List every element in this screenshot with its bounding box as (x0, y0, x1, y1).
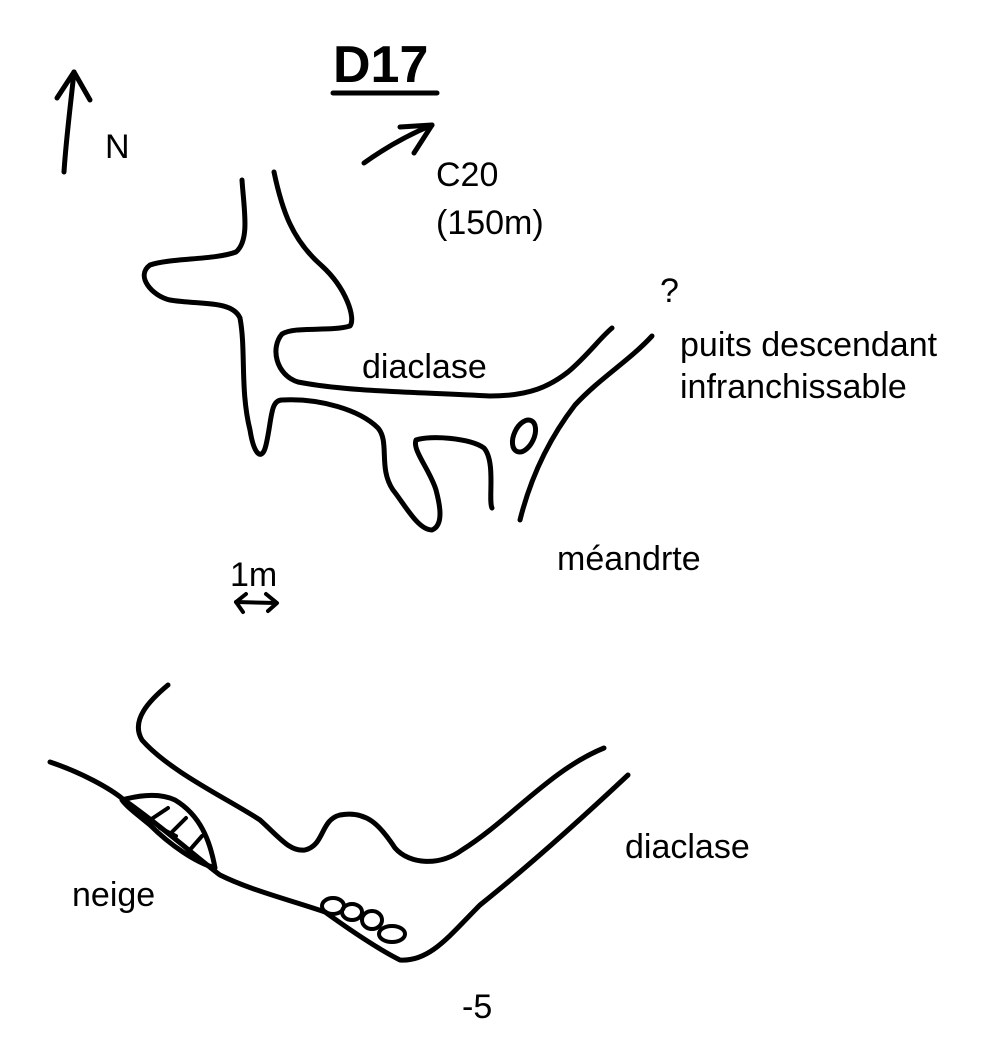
snow-patch (119, 793, 218, 871)
snow-hatch-4 (158, 826, 178, 838)
section-label-depth: -5 (462, 988, 492, 1026)
pebble-3 (360, 909, 384, 931)
plan-view (141, 169, 655, 533)
section-wall-lower (47, 759, 631, 963)
title: D17 (333, 36, 428, 94)
snow-hatch-3 (186, 834, 204, 854)
plan-boulder (509, 417, 539, 455)
title-group: D17 (330, 36, 440, 96)
pebble-4 (377, 924, 407, 944)
section-label-diaclase: diaclase (625, 828, 750, 866)
plan-label-shaft-line1: puits descendant (680, 326, 938, 364)
link-name: C20 (436, 156, 498, 194)
scale-label: 1m (230, 556, 277, 594)
plan-wall-meander (517, 333, 655, 523)
section-label-snow: neige (72, 876, 155, 914)
section-wall-upper (135, 682, 607, 864)
plan-label-question: ? (660, 272, 679, 310)
plan-wall-lower (279, 397, 495, 533)
direction-arrow-icon (361, 122, 435, 166)
link-depth: (150m) (436, 204, 544, 242)
plan-label-meander: méandrte (557, 540, 701, 578)
snow-hatch-1 (148, 806, 170, 822)
scale-bar-icon (234, 592, 279, 614)
plan-wall-outer-left (141, 177, 285, 457)
plan-label-diaclase: diaclase (362, 348, 487, 386)
north-arrow-icon (54, 69, 93, 175)
pebble-2 (340, 902, 364, 922)
plan-label-shaft-line2: infranchissable (680, 368, 907, 406)
section-view (47, 682, 631, 963)
snow-hatch-2 (170, 816, 188, 834)
north-label: N (105, 128, 130, 166)
plan-wall-inner (271, 169, 615, 399)
